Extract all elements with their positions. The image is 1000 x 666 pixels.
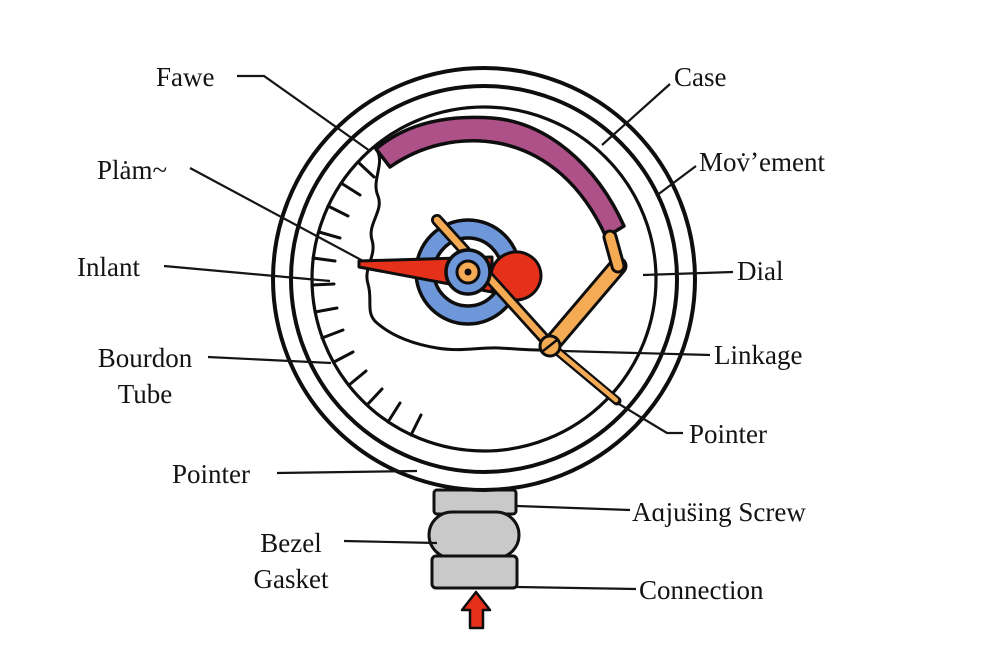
pivot-screw xyxy=(538,334,562,358)
label-bourdon-tube: Bourdon Tube xyxy=(85,340,205,412)
inlet-flow-arrow-icon xyxy=(460,590,492,630)
label-bezel-gasket-line2: Gasket xyxy=(253,564,329,594)
adjusting-screw-block xyxy=(432,488,518,516)
connection-stem xyxy=(427,488,521,590)
dial-cutaway-edge xyxy=(365,148,560,352)
label-bourdon-tube-line1: Bourdon xyxy=(97,343,193,373)
label-dial: Dial xyxy=(737,256,784,286)
connection-block xyxy=(430,554,519,590)
leader-linkage xyxy=(562,349,711,357)
leader-plate xyxy=(189,167,366,263)
label-movement: Mov̇ʼement xyxy=(699,147,825,177)
label-bourdon-tube-line2: Tube xyxy=(117,379,173,409)
label-inlet: Inlant xyxy=(77,252,140,282)
bourdon-tube-arc xyxy=(374,115,626,239)
label-bezel-gasket-line1: Bezel xyxy=(260,528,322,558)
leader-dial xyxy=(642,270,734,277)
label-linkage: Linkage xyxy=(714,340,803,370)
leader-face xyxy=(237,74,371,152)
case-ring-outer xyxy=(271,66,697,492)
label-case: Case xyxy=(674,62,727,92)
label-plate: Plȧm~ xyxy=(97,155,168,185)
leader-lines xyxy=(163,74,734,591)
dial-ticks xyxy=(310,160,423,437)
leader-pointer-right xyxy=(618,403,683,435)
leader-bourdon-tube xyxy=(207,355,332,365)
label-face: Fawe xyxy=(156,62,215,92)
label-adjusting-screw: Aɑjus̈ing Screw xyxy=(632,497,806,527)
leader-bezel-gasket xyxy=(343,539,438,545)
label-bezel-gasket: Bezel Gasket xyxy=(238,525,344,597)
leader-connection xyxy=(516,585,637,591)
leader-movement xyxy=(655,165,697,197)
label-pointer-left: Pointer xyxy=(172,459,250,489)
label-connection: Connection xyxy=(639,575,764,605)
case-ring-middle xyxy=(289,84,679,474)
leader-adjusting-screw xyxy=(516,504,631,512)
leader-inlet xyxy=(163,264,331,283)
bezel-gasket-block xyxy=(427,510,521,560)
pointer-hub xyxy=(444,248,492,296)
leader-case xyxy=(601,83,671,146)
label-pointer-right: Pointer xyxy=(689,419,767,449)
case-rings xyxy=(271,66,697,492)
linkage-arms xyxy=(431,214,628,406)
leader-pointer-left xyxy=(276,469,418,475)
